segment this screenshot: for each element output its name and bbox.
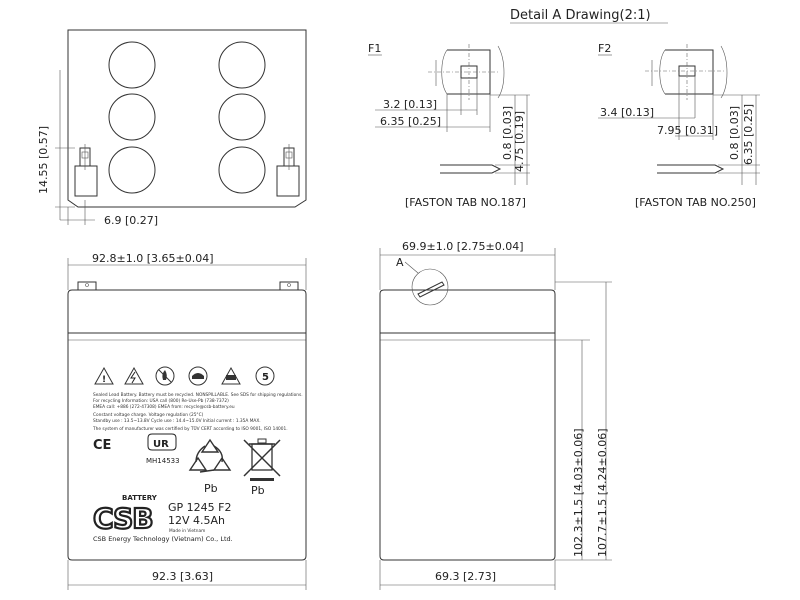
recycle-5-icon	[255, 366, 275, 386]
terminal-negative	[74, 144, 98, 197]
f1-dim-c: 0.8 [0.03]	[501, 106, 514, 160]
detail-f1: F1 3.2 [0.13] 6.35 [0.25] 0.8 [0.03] 4.7…	[368, 42, 530, 209]
f1-tab-side	[440, 164, 502, 174]
detail-f2: F2 3.4 [0.13] 7.95 [0.31] 0.8 [0.03] 6.3…	[598, 42, 760, 209]
front-terminal-pos	[279, 281, 299, 290]
vent-cap	[108, 146, 156, 194]
caution-icon	[94, 366, 114, 385]
side-terminal	[417, 281, 445, 298]
warning-icons: ! 5	[94, 366, 275, 386]
front-terminal-neg	[77, 281, 97, 290]
f1-caption: [FASTON TAB NO.187]	[405, 196, 526, 209]
f2-dim-a: 3.4 [0.13]	[600, 106, 654, 119]
label-text-line: Constant voltage charge. Voltage regulat…	[93, 412, 204, 418]
dim-terminal-height: 14.55 [0.57]	[37, 126, 50, 194]
label-text-line: For recycling Information: USA call (800…	[93, 398, 229, 404]
f1-dim-d: 4.75 [0.19]	[513, 111, 526, 172]
f1-dim-b: 6.35 [0.25]	[380, 115, 441, 128]
f1-tab	[447, 49, 491, 95]
detail-a-circle	[411, 268, 449, 306]
vent-cap	[108, 93, 156, 141]
detail-title: Detail A Drawing(2:1)	[510, 8, 651, 23]
terminal-positive	[276, 144, 300, 197]
vent-cap	[218, 93, 266, 141]
top-view-outline	[67, 29, 307, 208]
f2-dim-b: 7.95 [0.31]	[657, 124, 718, 137]
side-dim-total-height: 107.7±1.5 [4.24±0.06]	[596, 429, 609, 557]
dim-terminal-offset: 6.9 [0.27]	[104, 214, 158, 227]
eye-protection-icon	[188, 366, 208, 386]
side-dim-case-height: 102.3±1.5 [4.03±0.06]	[572, 429, 585, 557]
rating: 12V 4.5Ah	[168, 514, 225, 527]
crossed-bin-icon	[243, 438, 281, 481]
front-view: 92.8±1.0 [3.65±0.04] ! 5 Seale	[67, 252, 307, 590]
no-fire-icon	[155, 366, 175, 386]
side-case	[379, 333, 556, 561]
front-case	[67, 333, 307, 561]
csb-logo: CSB	[93, 502, 153, 535]
f2-tab	[665, 49, 714, 95]
ce-mark: CE	[93, 438, 111, 453]
model-number: GP 1245 F2	[168, 501, 231, 514]
vent-cap	[218, 146, 266, 194]
f2-dim-c: 0.8 [0.03]	[728, 106, 741, 160]
f2-tab-side	[657, 164, 725, 174]
bin-pb-label: Pb	[251, 484, 265, 497]
made-in: Made in Vietnam	[169, 528, 205, 534]
battery-word: BATTERY	[122, 494, 158, 502]
svg-text:UR: UR	[153, 439, 169, 450]
ul-mark-icon: UR	[147, 433, 177, 451]
svg-text:5: 5	[262, 372, 269, 383]
label-text-line: The system of manufacturer was certified…	[92, 425, 288, 432]
vent-cap	[108, 41, 156, 89]
f2-label: F2	[598, 42, 611, 55]
f1-dim-a: 3.2 [0.13]	[383, 98, 437, 111]
f2-caption: [FASTON TAB NO.250]	[635, 196, 756, 209]
detail-a-callout: A	[396, 256, 404, 269]
f1-label: F1	[368, 42, 381, 55]
ul-file-number: MH14533	[146, 457, 180, 465]
electric-shock-icon	[124, 366, 144, 385]
f2-dim-d: 6.35 [0.25]	[742, 104, 755, 165]
company-name: CSB Energy Technology (Vietnam) Co., Ltd…	[93, 535, 233, 543]
side-dim-top-width: 69.9±1.0 [2.75±0.04]	[402, 240, 523, 253]
label-text-line: Sealed Lead Battery. Battery must be rec…	[93, 392, 303, 398]
vent-cap	[218, 41, 266, 89]
recycle-pb-label: Pb	[204, 482, 218, 495]
side-dim-bottom-width: 69.3 [2.73]	[435, 570, 496, 583]
side-lid	[379, 289, 556, 333]
label-text-line: EMEA call: +886 (272-47308) EMEA from: r…	[93, 404, 235, 410]
recycle-icon	[188, 438, 232, 473]
label-text-line: Standby use : 13.5~13.8V Cycle use : 14.…	[93, 418, 261, 424]
svg-text:!: !	[102, 375, 106, 385]
front-lid	[67, 289, 307, 333]
front-dim-top-width: 92.8±1.0 [3.65±0.04]	[92, 252, 213, 265]
side-view: 69.9±1.0 [2.75±0.04] A 102.3±1.5 [4.03±0…	[379, 240, 612, 590]
top-view: 14.55 [0.57] 6.9 [0.27]	[37, 29, 307, 227]
front-dim-bottom-width: 92.3 [3.63]	[152, 570, 213, 583]
